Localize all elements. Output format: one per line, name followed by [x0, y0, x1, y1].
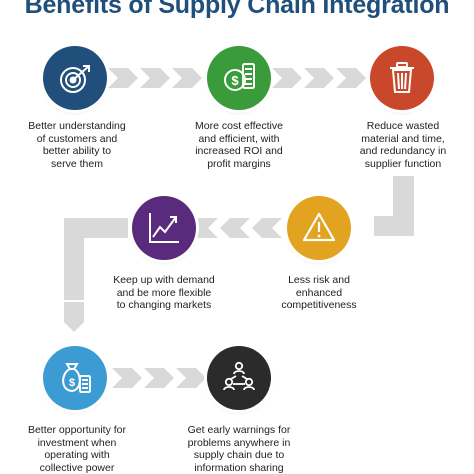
bend-arrow	[374, 176, 414, 236]
bend-arrow	[64, 218, 128, 300]
chevron-arrow	[108, 68, 138, 88]
benefit-caption-4: Less risk and enhanced competitiveness	[281, 274, 357, 311]
benefit-caption-1: Better understanding of customers and be…	[28, 120, 126, 170]
chevron-arrow	[64, 302, 84, 332]
benefit-caption-6: Better opportunity for investment when o…	[27, 424, 127, 474]
benefit-caption-5: Keep up with demand and be more flexible…	[113, 274, 215, 311]
trash-can-icon	[390, 62, 414, 93]
money-bag-calculator-icon: $	[62, 363, 91, 393]
benefit-node-3	[370, 46, 434, 110]
chevron-arrow	[272, 68, 302, 88]
chevron-arrow	[144, 368, 174, 388]
chevron-arrow	[220, 218, 250, 238]
benefit-caption-7: Get early warnings for problems anywhere…	[187, 424, 291, 474]
benefit-node-4	[287, 196, 351, 260]
growth-chart-icon	[149, 213, 179, 243]
benefit-node-2: $	[207, 46, 271, 110]
warning-icon	[302, 212, 336, 242]
svg-text:$: $	[69, 377, 75, 389]
chevron-arrow	[172, 68, 202, 88]
network-people-icon	[223, 361, 255, 391]
benefit-node-5	[132, 196, 196, 260]
chevron-arrow	[112, 368, 142, 388]
chevron-arrow	[304, 68, 334, 88]
benefit-node-7	[207, 346, 271, 410]
target-icon	[60, 65, 90, 93]
benefit-node-6: $	[43, 346, 107, 410]
money-calculator-icon: $	[224, 63, 255, 91]
chevron-arrow	[336, 68, 366, 88]
benefit-caption-3: Reduce wasted material and time, and red…	[359, 120, 447, 170]
chevron-arrow	[176, 368, 206, 388]
page-title: Benefits of Supply Chain Integration	[24, 0, 450, 19]
chevron-arrow	[140, 68, 170, 88]
benefit-caption-2: More cost effective and efficient, with …	[195, 120, 283, 170]
benefit-node-1	[43, 46, 107, 110]
svg-text:$: $	[231, 73, 239, 88]
chevron-arrow	[252, 218, 282, 238]
